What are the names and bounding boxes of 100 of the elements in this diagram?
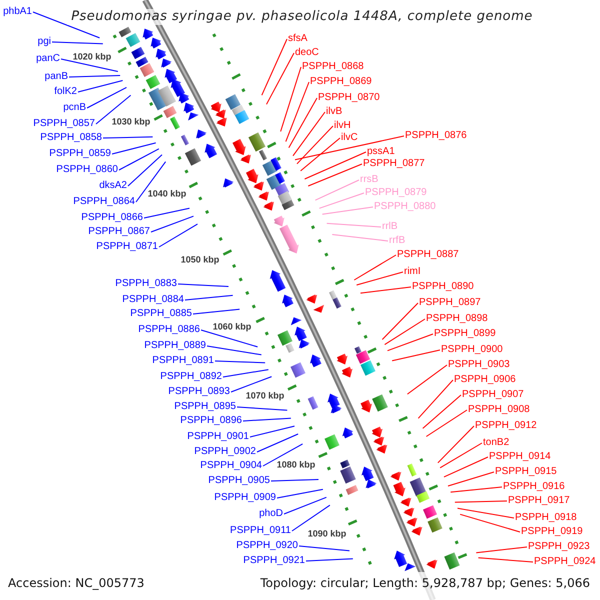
gene-label: PSPPH_0903 [447, 359, 511, 371]
gene-label: folK2 [53, 86, 78, 98]
gene-label: PSPPH_0880 [373, 201, 437, 213]
gene-label: PSPPH_0885 [129, 308, 193, 320]
scale-label: 1090 kbp [306, 530, 348, 538]
gene-label: PSPPH_0919 [520, 526, 584, 538]
gene-label: PSPPH_0916 [502, 481, 566, 493]
leader-line [356, 272, 404, 286]
gene-label: PSPPH_0902 [193, 446, 257, 458]
scale-label: 1080 kbp [276, 460, 316, 470]
leader-line [270, 479, 319, 482]
leader-line [136, 161, 166, 202]
leader-line [200, 330, 258, 348]
gene-label: PSPPH_0877 [362, 158, 426, 170]
gene-label: rimI [403, 266, 422, 278]
leader-line [392, 350, 440, 362]
leader-line [262, 443, 304, 466]
leader-line [457, 508, 514, 518]
gene-label: panB [44, 71, 69, 83]
scale-label: 1070 kbp [244, 392, 286, 400]
leader-line [450, 486, 502, 493]
leader-line [454, 500, 508, 503]
scale-label: 1030 kbp [110, 118, 152, 126]
gene-label: rrsB [359, 174, 380, 186]
leader-line [86, 86, 127, 108]
gene-label: pgi [36, 36, 52, 48]
gene-label: PSPPH_0867 [87, 226, 151, 238]
gene-label: PSPPH_0879 [364, 187, 428, 199]
gene-label: PSPPH_0884 [121, 294, 185, 306]
leader-line [118, 148, 160, 170]
gene-label: PSPPH_0917 [507, 495, 571, 507]
leader-line [128, 154, 162, 186]
gene-label: PSPPH_0907 [461, 389, 525, 401]
leader-line [440, 442, 482, 468]
gene-label: tonB2 [482, 437, 510, 449]
leader-line [354, 254, 396, 280]
gene-label: PSPPH_0898 [425, 313, 489, 325]
scale-label: 1050 kbp [180, 256, 220, 264]
leader-line [52, 42, 104, 44]
leader-line [256, 434, 299, 452]
scale-label: 1060 kbp [212, 322, 252, 332]
gene-label: PSPPH_0864 [72, 196, 136, 208]
gene-label: PSPPH_0892 [159, 371, 223, 383]
leader-line [326, 222, 382, 228]
leader-line [285, 82, 310, 142]
gene-label: PSPPH_0924 [533, 556, 597, 568]
leader-line [426, 410, 468, 437]
gene-label: PSPPH_0857 [32, 118, 96, 130]
leader-line [284, 496, 327, 514]
gene-label: PSPPH_0912 [474, 420, 538, 432]
leader-line [304, 152, 366, 180]
gene-label: dksA2 [98, 180, 128, 192]
leader-line [276, 488, 324, 498]
gene-label: PSPPH_0914 [488, 451, 552, 463]
gene-label: PSPPH_0915 [494, 466, 558, 478]
leader-line [230, 376, 272, 392]
leader-line [60, 58, 118, 72]
leader-line [437, 426, 474, 464]
leader-line [382, 302, 418, 340]
leader-line [242, 418, 292, 422]
leader-line [250, 426, 295, 438]
leader-line [178, 284, 229, 287]
gene-label: PSPPH_0886 [137, 324, 201, 336]
leader-line [96, 94, 132, 124]
leader-line [360, 286, 412, 294]
leader-line [298, 546, 350, 552]
gene-label: pcnB [62, 102, 87, 114]
scale-label: 1020 kbp [72, 52, 112, 61]
gene-label: ilvB [325, 106, 344, 118]
gene-label: PSPPH_0887 [396, 249, 460, 261]
leader-line [387, 334, 434, 352]
gene-label: PSPPH_0893 [167, 386, 231, 398]
leader-line [308, 164, 362, 186]
leader-line [476, 546, 528, 554]
leader-line [422, 394, 462, 429]
leader-line [222, 369, 269, 378]
leader-line [296, 126, 334, 164]
gene-label: PSPPH_0870 [317, 92, 381, 104]
leader-line [158, 224, 198, 248]
leader-line [478, 557, 534, 562]
leader-line [150, 216, 194, 232]
leader-line [460, 514, 520, 532]
leader-line [32, 12, 100, 38]
gene-label: PSPPH_0858 [39, 132, 103, 144]
leader-line [236, 406, 288, 411]
leader-line [184, 294, 234, 300]
gene-label: PSPPH_0876 [404, 130, 468, 142]
gene-label: PSPPH_0859 [48, 148, 112, 160]
leader-line [206, 346, 262, 356]
gene-label: PSPPH_0883 [114, 278, 178, 290]
gene-label: PSPPH_0899 [433, 328, 497, 340]
leader-line [288, 98, 318, 148]
leader-line [280, 66, 302, 132]
gene-label: PSPPH_0905 [207, 475, 271, 487]
leader-line [214, 360, 266, 364]
gene-label: PSPPH_0909 [213, 492, 277, 504]
accession-text: Accession: NC_005773 [8, 576, 144, 590]
gene-label: PSPPH_0868 [301, 61, 365, 73]
gene-label: rrlB [381, 221, 399, 233]
gene-label: PSPPH_0890 [411, 281, 475, 293]
